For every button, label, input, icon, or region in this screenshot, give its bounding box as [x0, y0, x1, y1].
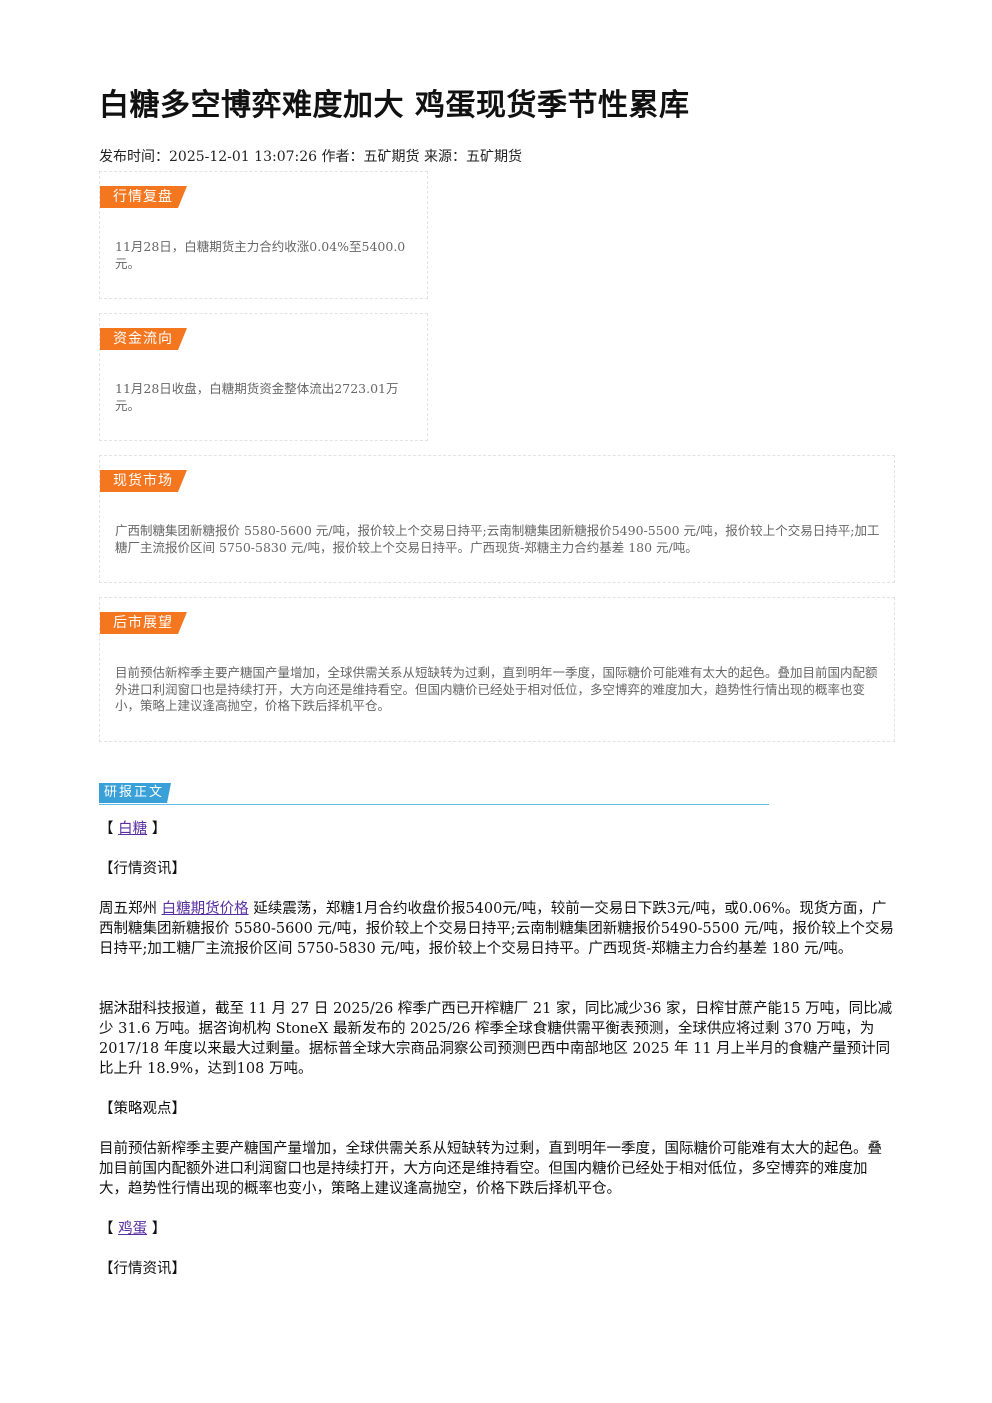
- report-body-section-title: 研报正文: [99, 783, 171, 803]
- sugar-heading-close: 】: [151, 821, 167, 837]
- author-value: 五矿期货: [363, 149, 420, 165]
- fund-flow-box: 资金流向 11月28日收盘，白糖期货资金整体流出2723.01万元。: [99, 313, 428, 441]
- para1-suffix: 延续震荡，郑糖1月合约收盘价报5400元/吨，较前一交易日下跌3元/吨，或0.0…: [99, 901, 894, 957]
- egg-heading: 【 鸡蛋 】: [99, 1219, 166, 1239]
- market-info-heading: 【行情资讯】: [99, 861, 186, 877]
- strategy-heading: 【策略观点】: [99, 1101, 186, 1117]
- sugar-heading-open: 【: [99, 821, 114, 837]
- sugar-futures-price-link[interactable]: 白糖期货价格: [161, 901, 249, 917]
- egg-market-info-heading: 【行情资讯】: [99, 1261, 186, 1277]
- published-label: 发布时间：: [99, 149, 169, 165]
- article-meta: 发布时间：2025-12-01 13:07:26 作者：五矿期货 来源：五矿期货: [99, 147, 522, 167]
- egg-heading-open: 【: [99, 1221, 114, 1237]
- fund-flow-tag: 资金流向: [100, 328, 187, 350]
- outlook-text: 目前预估新榨季主要产糖国产量增加，全球供需关系从短缺转为过剩，直到明年一季度，国…: [115, 665, 878, 713]
- source-value: 五矿期货: [465, 149, 522, 165]
- strategy-paragraph: 目前预估新榨季主要产糖国产量增加，全球供需关系从短缺转为过剩，直到明年一季度，国…: [99, 1141, 882, 1197]
- sugar-link[interactable]: 白糖: [118, 821, 148, 837]
- source-label: 来源：: [423, 149, 466, 165]
- fund-flow-text: 11月28日收盘，白糖期货资金整体流出2723.01万元。: [115, 381, 399, 413]
- outlook-box: 后市展望 目前预估新榨季主要产糖国产量增加，全球供需关系从短缺转为过剩，直到明年…: [99, 597, 895, 742]
- published-value: 2025-12-01 13:07:26: [169, 149, 318, 165]
- sugar-news-paragraph: 据沐甜科技报道，截至 11 月 27 日 2025/26 榨季广西已开榨糖厂 2…: [99, 1001, 893, 1077]
- sugar-heading: 【 白糖 】: [99, 819, 166, 839]
- para1-prefix: 周五郑州: [99, 901, 162, 917]
- market-review-box: 行情复盘 11月28日，白糖期货主力合约收涨0.04%至5400.0元。: [99, 171, 428, 299]
- author-label: 作者：: [321, 149, 364, 165]
- spot-market-tag: 现货市场: [100, 470, 187, 492]
- sugar-market-paragraph: 周五郑州 白糖期货价格 延续震荡，郑糖1月合约收盘价报5400元/吨，较前一交易…: [99, 899, 894, 959]
- market-review-tag: 行情复盘: [100, 186, 187, 208]
- page-title: 白糖多空博弈难度加大 鸡蛋现货季节性累库: [99, 88, 690, 123]
- spot-market-text: 广西制糖集团新糖报价 5580-5600 元/吨，报价较上个交易日持平;云南制糖…: [115, 523, 880, 555]
- outlook-tag: 后市展望: [100, 612, 187, 634]
- egg-link[interactable]: 鸡蛋: [118, 1221, 148, 1237]
- spot-market-box: 现货市场 广西制糖集团新糖报价 5580-5600 元/吨，报价较上个交易日持平…: [99, 455, 895, 583]
- market-review-text: 11月28日，白糖期货主力合约收涨0.04%至5400.0元。: [115, 239, 406, 271]
- egg-heading-close: 】: [151, 1221, 167, 1237]
- report-body-section-bar: 研报正文: [99, 783, 769, 805]
